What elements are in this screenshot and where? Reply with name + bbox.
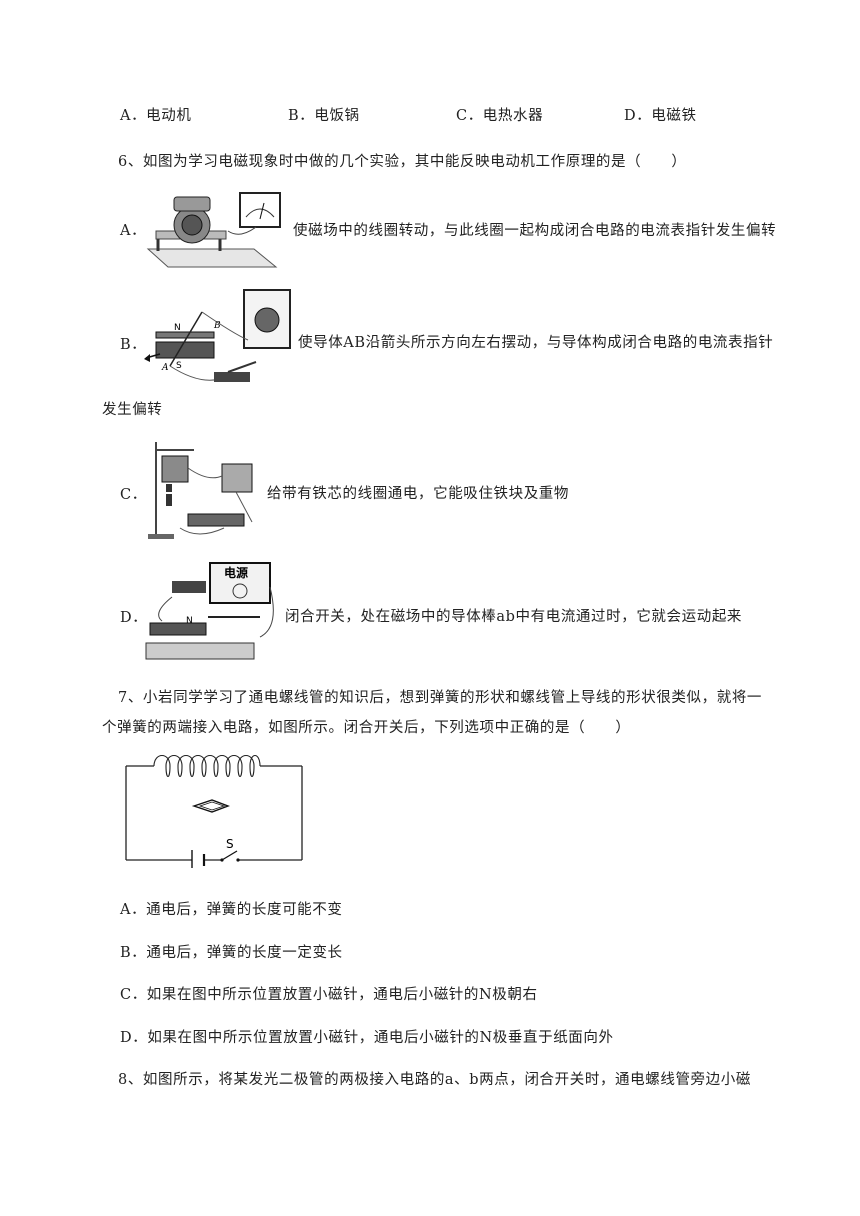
fig-b-label-a: A (161, 363, 169, 373)
q5-option-c: C．电热水器 (456, 108, 544, 124)
q6-option-b-text-cont: 发生偏转 (102, 402, 163, 418)
motor-principle-figure: 电源 N (142, 557, 278, 665)
q5-option-b: B．电饭锅 (288, 108, 360, 124)
q7-option-b: B．通电后，弹簧的长度一定变长 (120, 945, 343, 961)
q7-option-c: C．如果在图中所示位置放置小磁针，通电后小磁针的N极朝右 (120, 987, 538, 1003)
induction-experiment-figure: N S A B (144, 288, 294, 392)
q7-option-d: D．如果在图中所示位置放置小磁针，通电后小磁针的N极垂直于纸面向外 (120, 1030, 614, 1046)
fig-b-label-s: S (176, 361, 182, 371)
spring-circuit-figure: S (120, 752, 310, 868)
q6-option-d-text: 闭合开关，处在磁场中的导体棒ab中有电流通过时，它就会运动起来 (285, 609, 743, 625)
fig-b-label-b: B (213, 321, 221, 331)
fig-b-label-n: N (174, 323, 181, 333)
q7-option-a: A．通电后，弹簧的长度可能不变 (120, 902, 343, 918)
q6-option-d-letter: D． (120, 610, 148, 626)
q6-option-b-text: 使导体AB沿箭头所示方向左右摆动，与导体构成闭合电路的电流表指针 (298, 335, 774, 351)
q6-option-c-letter: C． (120, 487, 147, 503)
q6-option-a-letter: A． (120, 223, 147, 239)
fig-d-power-label: 电源 (224, 565, 248, 580)
q8-stem-line1: 8、如图所示，将某发光二极管的两极接入电路的a、b两点，闭合开关时，通电螺线管旁… (118, 1072, 751, 1088)
q6-option-c-text: 给带有铁芯的线圈通电，它能吸住铁块及重物 (267, 486, 569, 502)
electromagnet-figure (144, 436, 264, 544)
switch-label-s: S (226, 837, 234, 851)
fig-d-label-n: N (186, 616, 193, 626)
q7-stem-line2: 个弹簧的两端接入电路，如图所示。闭合开关后，下列选项中正确的是（ ） (102, 720, 631, 736)
q7-stem-line1: 7、小岩同学学习了通电螺线管的知识后，想到弹簧的形状和螺线管上导线的形状很类似，… (118, 690, 763, 706)
q5-option-a: A．电动机 (120, 108, 192, 124)
generator-coil-figure (144, 187, 288, 271)
q6-option-b-letter: B． (120, 337, 147, 353)
q5-option-d: D．电磁铁 (624, 108, 697, 124)
q6-stem: 6、如图为学习电磁现象时中做的几个实验，其中能反映电动机工作原理的是（ ） (118, 154, 687, 170)
q6-option-a-text: 使磁场中的线圈转动，与此线圈一起构成闭合电路的电流表指针发生偏转 (293, 223, 777, 239)
